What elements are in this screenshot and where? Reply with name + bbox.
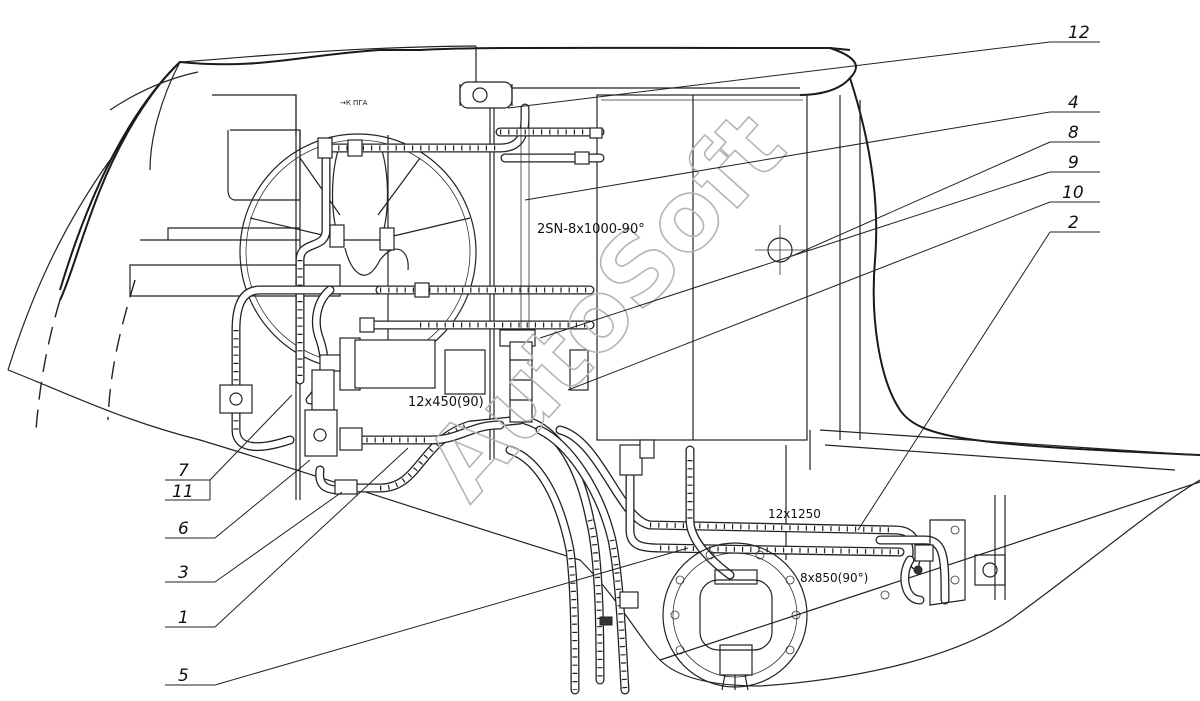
- hoses: [231, 103, 950, 695]
- callout-12: 12: [1068, 23, 1090, 43]
- dim-2sn-8x1000: 2SN-8x1000-90°: [537, 222, 645, 237]
- callout-5: 5: [178, 666, 189, 686]
- hose-12x450: [315, 415, 525, 495]
- callout-7: 7: [178, 461, 189, 481]
- hose-8x850: [875, 535, 950, 605]
- callout-3: 3: [178, 563, 189, 583]
- watermark: AutoSoft: [403, 90, 807, 521]
- hose-u-loop: [505, 415, 630, 695]
- dim-12x450: 12x450(90): [408, 395, 484, 410]
- callout-4: 4: [1068, 93, 1079, 113]
- hydraulic-tank: [596, 94, 812, 441]
- dim-12x1250: 12x1250: [768, 507, 821, 521]
- callout-2: 2: [1068, 213, 1079, 233]
- callouts: 12 4 8 9 10 2 7 11 6 3 1 5: [165, 23, 1100, 686]
- fittings: [219, 81, 934, 626]
- body-outline: [7, 45, 1200, 687]
- steering-wheel: [239, 133, 477, 371]
- dimension-labels: 2SN-8x1000-90° 12x450(90) 12x1250 8x850(…: [340, 99, 868, 585]
- callout-11: 11: [172, 482, 194, 502]
- callout-9: 9: [1068, 153, 1079, 173]
- hose-left-loop: [231, 155, 385, 452]
- dim-8x850: 8x850(90°): [800, 571, 868, 585]
- callout-8: 8: [1068, 123, 1079, 143]
- svg-text:AutoSoft: AutoSoft: [404, 91, 807, 521]
- callout-10: 10: [1062, 183, 1084, 203]
- callout-1: 1: [178, 608, 189, 628]
- right-bracket: [880, 519, 1006, 606]
- hose-top-left: [325, 103, 530, 153]
- label-to-pl: →К ПГА: [340, 99, 368, 107]
- pump-flange: [662, 542, 808, 691]
- callout-6: 6: [178, 519, 189, 539]
